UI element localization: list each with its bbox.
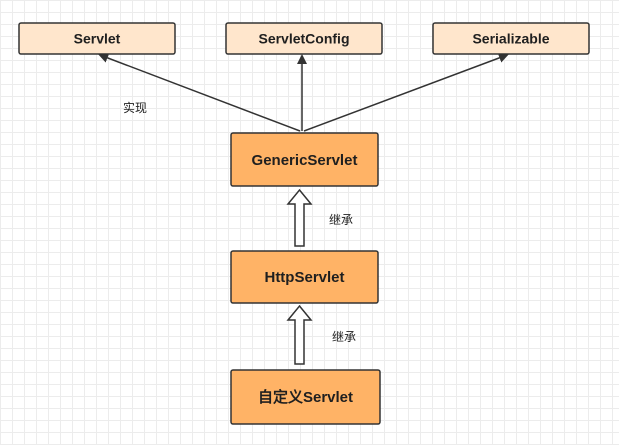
custom-servlet-label: 自定义Servlet [258, 388, 353, 406]
extends-label-2: 继承 [332, 330, 356, 344]
custom-servlet-class-box: 自定义Servlet [230, 369, 381, 425]
servletconfig-label: ServletConfig [258, 31, 349, 47]
inheritance-arrow-2 [286, 304, 313, 365]
extends-label-1: 继承 [329, 213, 353, 227]
httpservlet-label: HttpServlet [264, 269, 344, 286]
servlet-interface-box: Servlet [18, 22, 176, 55]
genericservlet-label: GenericServlet [252, 152, 358, 169]
inheritance-arrow-1 [286, 188, 313, 247]
httpservlet-class-box: HttpServlet [230, 250, 379, 304]
realization-arrows [98, 53, 509, 132]
implements-label: 实现 [123, 100, 147, 115]
serializable-interface-box: Serializable [432, 22, 590, 55]
servletconfig-interface-box: ServletConfig [225, 22, 383, 55]
arrow-to-servlet [98, 53, 301, 132]
genericservlet-class-box: GenericServlet [230, 132, 379, 187]
servlet-label: Servlet [74, 31, 121, 47]
serializable-label: Serializable [472, 31, 549, 47]
arrow-to-serializable [303, 53, 509, 132]
